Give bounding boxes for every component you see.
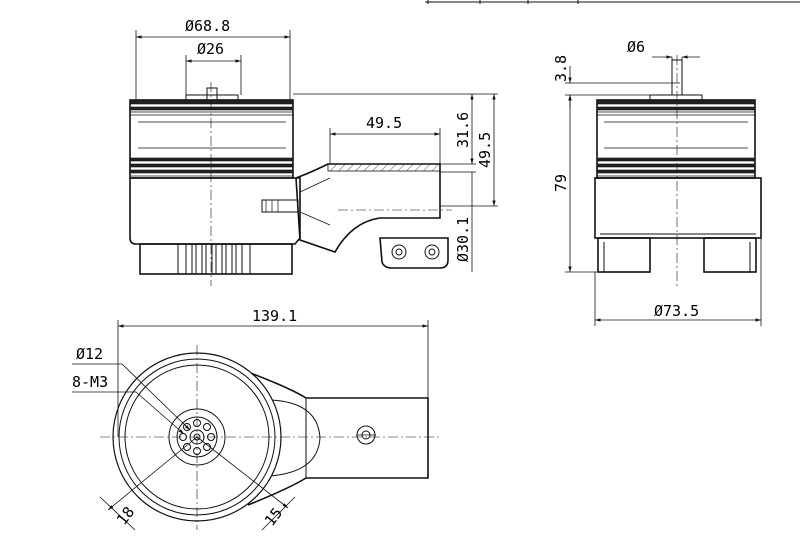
front-base (129, 177, 301, 275)
label-height: 49.5 (476, 132, 494, 168)
label-left-radius: 18 (113, 503, 138, 528)
top-arm (247, 371, 429, 506)
label-arm-offset: 31.6 (454, 112, 472, 148)
dim-side-base-diameter: Ø73.5 (594, 238, 762, 326)
label-tube-diameter: Ø30.1 (454, 217, 472, 262)
title-block (425, 0, 800, 4)
dim-top-total-length: 139.1 (117, 307, 429, 437)
label-right-radius: 15 (261, 504, 286, 529)
dim-front-vertical: 31.6 49.5 Ø30.1 (293, 93, 498, 272)
label-base-diameter: Ø73.5 (654, 302, 699, 320)
label-total-length: 139.1 (252, 307, 297, 325)
front-arm-clamp (261, 163, 452, 269)
dim-side-shaft-length: 3.8 (552, 55, 680, 108)
dim-side-total-height: 79 (552, 95, 598, 273)
dim-front-top-diameter: Ø26 (185, 40, 242, 95)
label-screws: 8-M3 (72, 373, 108, 391)
label-shaft-length: 3.8 (552, 55, 570, 82)
top-view: 139.1 Ø12 8-M3 18 15 (72, 307, 440, 531)
front-view: Ø68.8 Ø26 49.5 31.6 49.5 Ø30.1 (129, 17, 498, 286)
label-total-height: 79 (552, 174, 570, 192)
label-top-diameter: Ø26 (197, 40, 224, 58)
label-shaft-diameter: Ø6 (627, 38, 645, 56)
dim-front-outer-diameter: Ø68.8 (135, 17, 291, 100)
dim-side-shaft-diameter: Ø6 (627, 38, 700, 60)
label-hole-circle: Ø12 (76, 345, 103, 363)
side-base (594, 177, 762, 273)
side-view: Ø6 3.8 79 Ø73.5 (552, 38, 762, 326)
dim-top-leaders: Ø12 8-M3 (72, 345, 191, 435)
side-rotor-stack (596, 59, 756, 179)
dim-front-arm-length: 49.5 (329, 114, 441, 164)
label-outer-diameter: Ø68.8 (185, 17, 230, 35)
label-arm-length: 49.5 (366, 114, 402, 132)
front-rotor-stack (129, 87, 294, 179)
